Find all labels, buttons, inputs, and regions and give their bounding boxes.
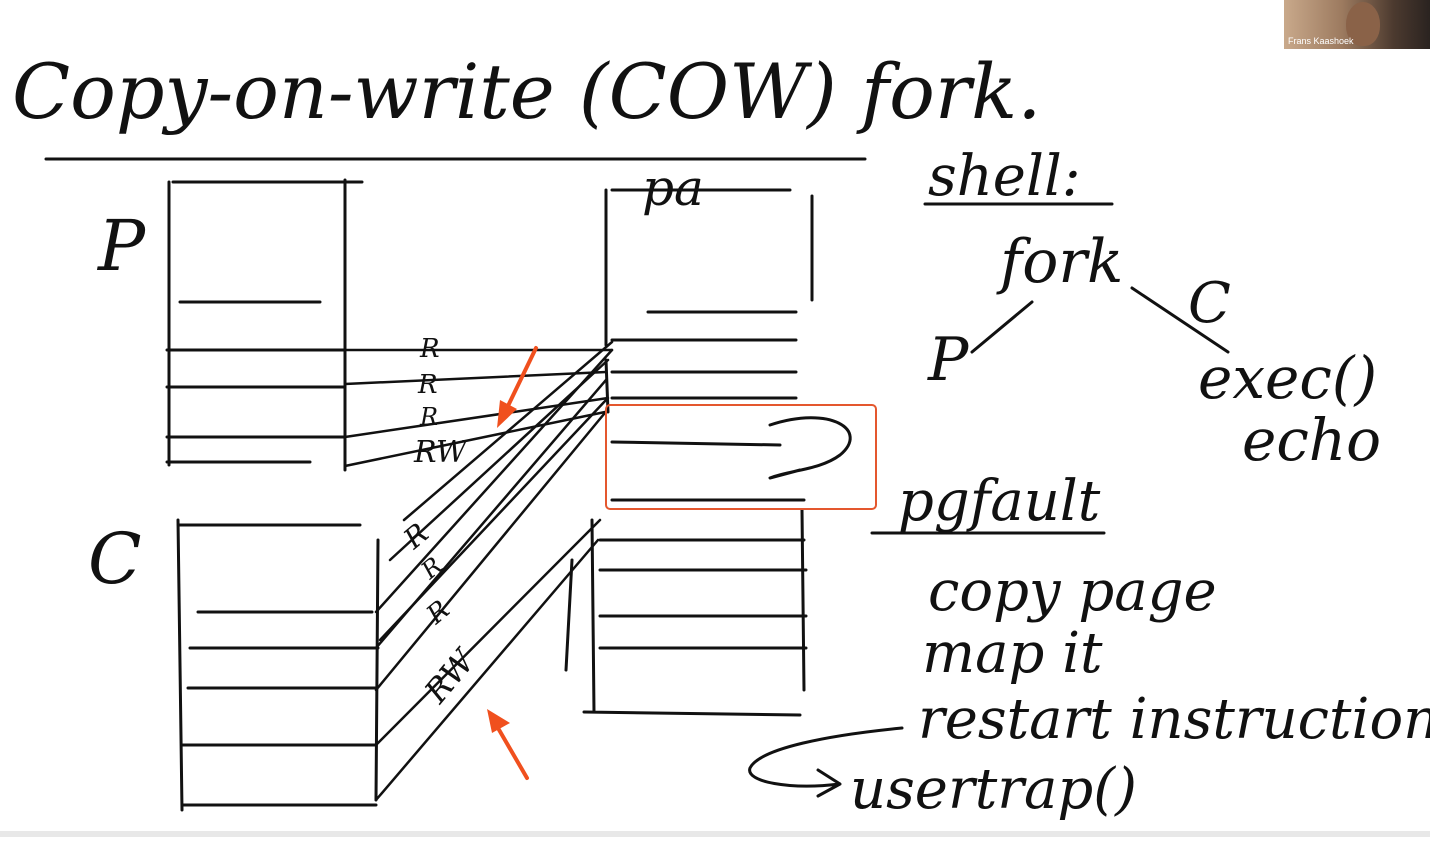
- arrow-icon: [487, 709, 529, 780]
- parent-mapping-lines: [343, 340, 614, 642]
- parent-label: P: [96, 205, 147, 287]
- physical-memory: [564, 188, 814, 717]
- highlight-box: [605, 404, 877, 510]
- parent-pte-flags: R R R RW: [413, 334, 469, 470]
- bottom-edge-bar: [0, 831, 1430, 837]
- pgfault-step: map it: [922, 621, 1103, 686]
- pgfault-step: restart instruction: [918, 687, 1430, 752]
- parent-pte-flag: R: [419, 403, 438, 431]
- participant-name: Frans Kaashoek: [1288, 36, 1354, 46]
- shell-exec: exec(): [1198, 344, 1377, 412]
- usertrap-arrow: [748, 726, 904, 798]
- child-pte-flag: RW: [416, 640, 484, 711]
- parent-pte-flag: R: [417, 370, 438, 400]
- physical-memory-label: pa: [642, 159, 704, 217]
- child-page-table: [176, 518, 380, 812]
- board-title: Copy-on-write (COW) fork.: [12, 47, 1041, 136]
- child-label: C: [88, 518, 142, 600]
- parent-pte-flag: R: [419, 334, 440, 364]
- child-mapping-lines: [374, 348, 614, 802]
- copied-page-loop: [768, 416, 852, 480]
- participant-video-tile[interactable]: Frans Kaashoek: [1284, 0, 1430, 49]
- arrow-icon: [497, 346, 538, 428]
- avatar: [1346, 2, 1380, 46]
- parent-pte-flag: RW: [413, 435, 469, 470]
- child-pte-flags: R R R RW: [397, 517, 485, 711]
- shell-echo: echo: [1242, 406, 1381, 474]
- shell-tree-edges: [970, 286, 1230, 354]
- usertrap-text: usertrap(): [850, 757, 1137, 822]
- shell-fork: fork: [996, 227, 1123, 297]
- shell-heading: shell:: [928, 144, 1081, 209]
- shell-p: P: [927, 325, 970, 395]
- child-pte-flag: R: [415, 552, 448, 586]
- shell-c: C: [1188, 271, 1231, 336]
- parent-page-table: [165, 178, 364, 472]
- pgfault-heading: pgfault: [898, 469, 1101, 534]
- pgfault-step: copy page: [928, 559, 1217, 624]
